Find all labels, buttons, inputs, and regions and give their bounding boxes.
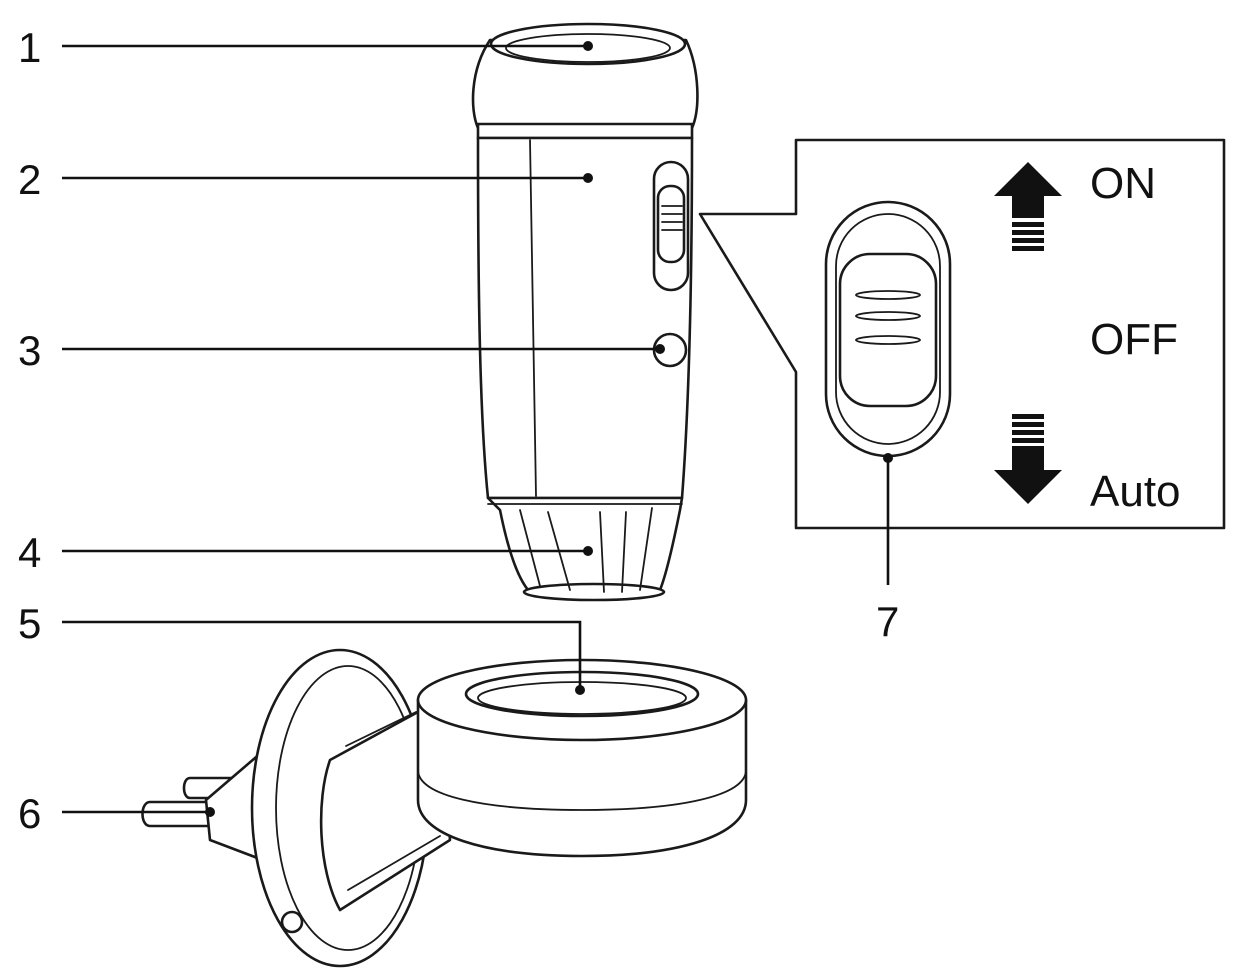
leader-lines (62, 41, 893, 817)
switch-label-auto: Auto (1090, 467, 1181, 516)
callout-3: 3 (18, 327, 41, 374)
arrow-down-icon (994, 414, 1062, 504)
switch-label-on: ON (1090, 159, 1156, 208)
callout-numbers: 1 2 3 4 5 6 7 (18, 24, 899, 837)
device-top-inner (505, 33, 671, 63)
plug-base-unit (141, 648, 748, 968)
callout-2: 2 (18, 156, 41, 203)
arrow-up-icon (994, 162, 1062, 251)
switch-label-off: OFF (1090, 315, 1178, 364)
detail-box-outline (698, 138, 1226, 530)
callout-4: 4 (18, 529, 41, 576)
leader-line-5 (62, 620, 582, 690)
callout-5: 5 (18, 600, 41, 647)
switch-detail-panel: ON OFF Auto (698, 138, 1226, 530)
device-body-seam (529, 139, 537, 497)
device-collar (476, 122, 694, 140)
plug-indicator-hole (280, 910, 304, 934)
device-side-switch-knob (656, 184, 686, 264)
detail-switch-knob (838, 252, 938, 408)
callout-7: 7 (876, 598, 899, 645)
callout-1: 1 (18, 24, 41, 71)
device-ribbed-base (486, 496, 684, 592)
callout-6: 6 (18, 790, 41, 837)
device-unit (471, 22, 699, 602)
plug-cradle-side (416, 698, 748, 858)
detail-switch-inner (835, 213, 941, 445)
